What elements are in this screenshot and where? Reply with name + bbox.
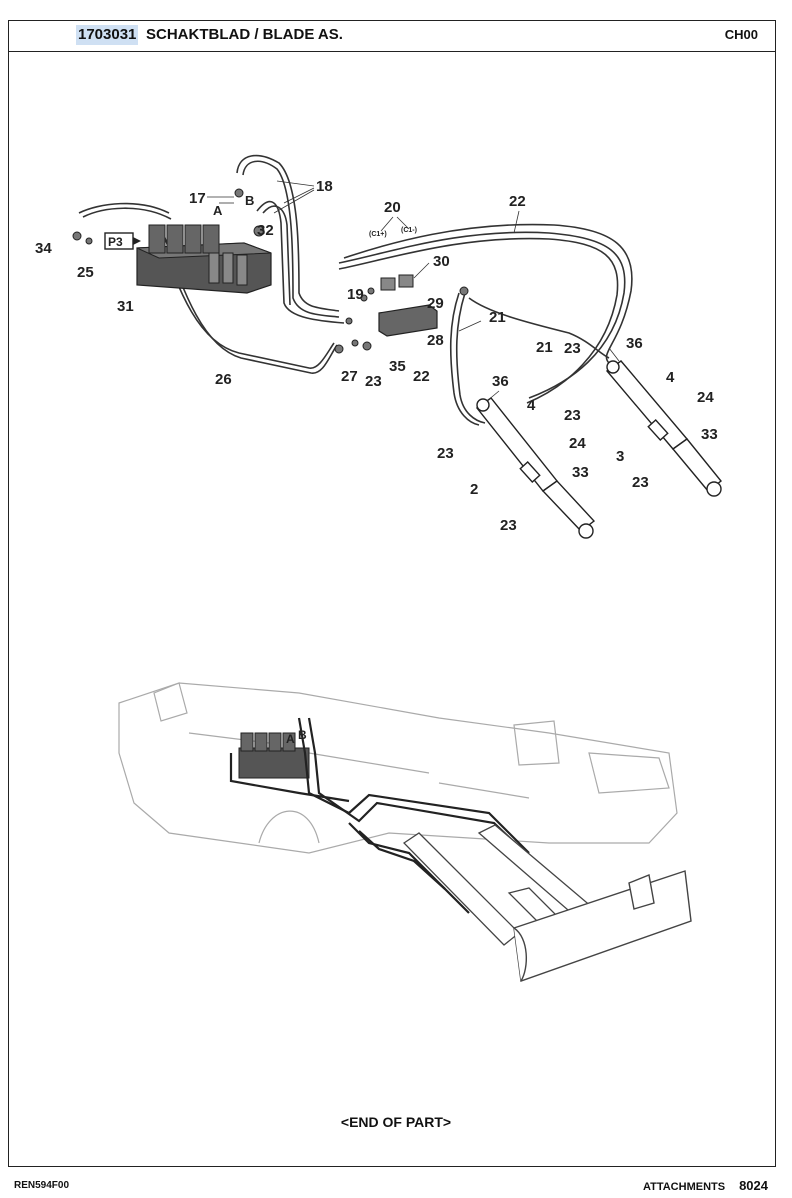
callout-33-left: 33 — [572, 464, 589, 481]
callout-21-mid: 21 — [489, 309, 506, 326]
callout-18: 18 — [316, 178, 333, 195]
callout-c1-minus: (C1-) — [401, 227, 417, 234]
callout-25: 25 — [77, 264, 94, 281]
leader-lines — [207, 180, 620, 402]
callout-lower-a: A — [286, 732, 295, 746]
callout-24-right: 24 — [697, 389, 714, 406]
callout-23-e: 23 — [564, 407, 581, 424]
callout-20: 20 — [384, 199, 401, 216]
callout-c1-plus: (C1+) — [369, 231, 387, 238]
callout-23-b: 23 — [437, 445, 454, 462]
callout-port-a: A — [213, 203, 223, 218]
distribution-block — [378, 274, 438, 337]
chapter-code: CH00 — [724, 27, 758, 42]
lift-cylinder-left — [475, 397, 596, 539]
callout-27: 27 — [341, 368, 358, 385]
callout-23-f: 23 — [632, 474, 649, 491]
callout-22-top: 22 — [509, 193, 526, 210]
callout-17: 17 — [189, 190, 206, 207]
callout-36-right: 36 — [626, 335, 643, 352]
footer-section: ATTACHMENTS 8024 — [643, 1178, 768, 1193]
machine-frame-outline — [118, 682, 678, 854]
control-valve-block — [136, 224, 272, 294]
page-header: 1703031 SCHAKTBLAD / BLADE AS. CH00 — [8, 20, 776, 52]
callout-21-right: 21 — [536, 339, 553, 356]
hose-lines — [78, 154, 633, 426]
callout-19: 19 — [347, 286, 364, 303]
callout-2: 2 — [470, 481, 478, 498]
exploded-parts-diagram: 17 A B 18 32 34 P3 25 31 26 20 (C1+) (C1… — [35, 154, 722, 982]
port-p3-tag — [104, 232, 141, 250]
hose-routing-lower — [229, 717, 535, 914]
callout-24-left: 24 — [569, 435, 586, 452]
callout-33-right: 33 — [701, 426, 718, 443]
callout-22-mid: 22 — [413, 368, 430, 385]
callout-23-c: 23 — [500, 517, 517, 534]
page-number: 8024 — [739, 1178, 768, 1193]
part-number[interactable]: 1703031 — [76, 25, 139, 45]
callout-lower-b: B — [298, 728, 307, 742]
callout-36-left: 36 — [492, 373, 509, 390]
section-name: ATTACHMENTS — [642, 1181, 726, 1193]
dozer-blade-lower — [513, 870, 692, 982]
callout-p3: P3 — [108, 235, 123, 249]
callout-4-right: 4 — [666, 369, 675, 386]
lift-cylinder-right — [605, 360, 722, 497]
callout-29: 29 — [427, 295, 444, 312]
valve-block-lower — [238, 732, 310, 779]
callout-35: 35 — [389, 358, 406, 375]
callout-4-left: 4 — [527, 397, 536, 414]
callout-port-b: B — [245, 193, 254, 208]
callout-32: 32 — [257, 222, 274, 239]
drawing-code: REN594F00 — [14, 1180, 70, 1191]
callout-3: 3 — [616, 448, 624, 465]
callout-26: 26 — [215, 371, 232, 388]
callout-30: 30 — [433, 253, 450, 270]
end-of-part: <END OF PART> — [340, 1114, 452, 1130]
fittings — [72, 188, 469, 354]
callout-31: 31 — [117, 298, 134, 315]
callout-23-d[interactable]: 23 — [564, 340, 581, 357]
callout-34: 34 — [35, 240, 52, 257]
part-title: SCHAKTBLAD / BLADE AS. — [146, 26, 343, 43]
callout-23-a: 23 — [365, 373, 382, 390]
page-frame — [8, 20, 776, 1167]
callout-28: 28 — [427, 332, 444, 349]
